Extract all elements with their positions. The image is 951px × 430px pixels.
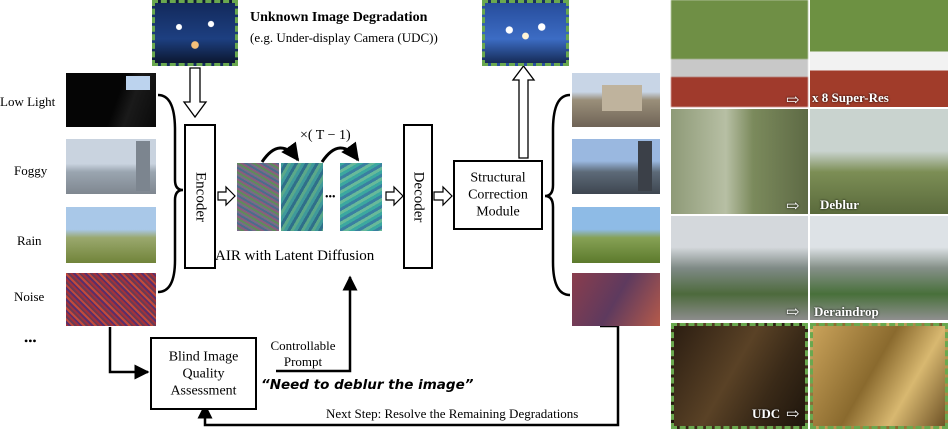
hollow-arrow-down	[182, 67, 208, 119]
top-input-image	[152, 0, 238, 66]
hollow-arrow-right-1	[217, 185, 236, 207]
input-image-rain	[66, 207, 156, 263]
scm-block: Structural Correction Module	[453, 160, 543, 230]
encoder-label: Encoder	[192, 171, 209, 222]
scm-label: Structural Correction Module	[468, 170, 528, 220]
example-superres-after	[810, 0, 948, 107]
input-bracket	[157, 93, 184, 294]
example-label-superres: x 8 Super-Res	[812, 90, 889, 105]
decoder-block: Decoder	[403, 124, 433, 269]
output-image-low-light	[572, 73, 660, 127]
input-label-low-light: Low Light	[0, 94, 56, 109]
diffusion-caption: AIR with Latent Diffusion	[215, 248, 375, 264]
example-udc-before	[671, 323, 808, 429]
example-deraindrop-before	[671, 216, 808, 320]
diffusion-step-arrow-2	[320, 141, 360, 163]
prompt-label: Controllable Prompt	[270, 338, 336, 369]
hollow-arrow-right-2	[385, 185, 404, 207]
feedback-loop-line	[197, 324, 620, 427]
example-superres-before	[671, 0, 808, 107]
output-bracket	[544, 93, 571, 297]
top-subtitle: (e.g. Under-display Camera (UDC))	[250, 30, 438, 45]
noise-to-biqa-line	[108, 327, 150, 380]
encoder-block: Encoder	[184, 124, 216, 269]
latent-map-3	[340, 163, 382, 231]
example-label-udc: UDC	[752, 406, 781, 421]
next-step-label: Next Step: Resolve the Remaining Degrada…	[326, 406, 579, 421]
hollow-arrow-right-3	[433, 185, 453, 207]
example-arrow-udc: ⇨	[786, 406, 800, 423]
output-image-noise	[572, 273, 660, 326]
example-arrow-deraindrop: ⇨	[786, 304, 800, 321]
prompt-to-diffusion-line	[276, 275, 358, 373]
example-deblur-before	[671, 109, 808, 214]
latent-map-1	[237, 163, 279, 231]
biqa-label: Blind Image Quality Assessment	[168, 349, 239, 398]
input-label-foggy: Foggy	[14, 163, 48, 178]
example-label-deraindrop: Deraindrop	[814, 304, 879, 319]
example-deraindrop-after	[810, 216, 948, 320]
input-label-noise: Noise	[14, 289, 45, 304]
hollow-arrow-up	[511, 64, 536, 159]
input-image-noise	[66, 273, 156, 326]
input-more-dots: •••	[24, 334, 37, 348]
prompt-quote: “Need to deblur the image”	[261, 377, 474, 393]
input-label-rain: Rain	[17, 233, 42, 248]
example-udc-after	[810, 323, 948, 429]
top-title: Unknown Image Degradation	[250, 10, 428, 25]
diffusion-repeat-label: ×( T − 1)	[300, 128, 351, 143]
output-image-foggy	[572, 139, 660, 194]
biqa-block: Blind Image Quality Assessment	[150, 337, 257, 410]
top-output-image	[482, 0, 569, 66]
diffusion-dots: •••	[325, 192, 336, 203]
diffusion-step-arrow-1	[260, 141, 300, 163]
output-image-rain	[572, 207, 660, 263]
input-image-low-light	[66, 73, 156, 127]
decoder-label: Decoder	[410, 171, 427, 222]
latent-map-2	[281, 163, 323, 231]
input-image-foggy	[66, 139, 156, 194]
example-arrow-superres: ⇨	[786, 92, 800, 109]
example-arrow-deblur: ⇨	[786, 198, 800, 215]
example-label-deblur: Deblur	[820, 197, 859, 212]
example-deblur-after	[810, 109, 948, 214]
